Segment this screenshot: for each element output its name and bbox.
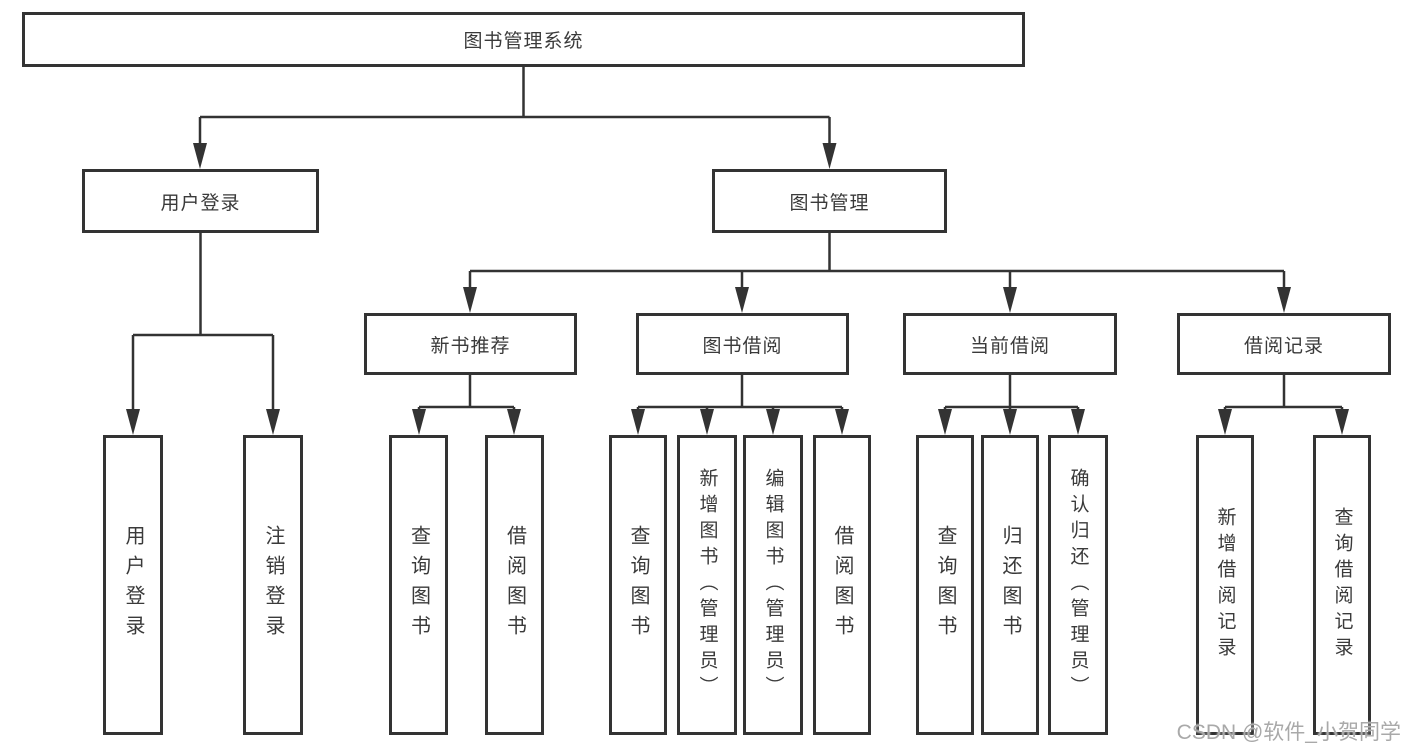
leaf-borrow-books-recommend: 借阅图书 — [485, 435, 544, 735]
leaf-add-book-admin: 新增图书（管理员） — [677, 435, 737, 735]
leaf-query-books-borrow: 查询图书 — [609, 435, 667, 735]
node-borrow-records: 借阅记录 — [1177, 313, 1391, 375]
leaf-edit-book-admin: 编辑图书（管理员） — [743, 435, 803, 735]
node-new-book-recommend: 新书推荐 — [364, 313, 577, 375]
leaf-label: 归还图书 — [999, 525, 1021, 645]
arrowheads — [126, 143, 1349, 435]
node-label: 当前借阅 — [969, 335, 1050, 357]
leaf-label: 查询借阅记录 — [1331, 507, 1353, 663]
leaf-label: 借阅图书 — [503, 525, 526, 645]
leaf-label: 确认归还（管理员） — [1067, 468, 1089, 702]
csdn-watermark: CSDN @软件_小贺同学 — [1176, 721, 1401, 744]
node-library-system: 图书管理系统 — [22, 12, 1025, 67]
leaf-confirm-return-admin: 确认归还（管理员） — [1048, 435, 1108, 735]
leaf-logout: 注销登录 — [243, 435, 303, 735]
node-current-borrow: 当前借阅 — [903, 313, 1117, 375]
node-user-login: 用户登录 — [82, 169, 319, 233]
leaf-label: 编辑图书（管理员） — [762, 468, 784, 702]
leaf-label: 查询图书 — [627, 525, 649, 645]
leaf-add-borrow-record: 新增借阅记录 — [1196, 435, 1254, 735]
node-label: 图书管理 — [789, 192, 870, 214]
leaf-borrow-books: 借阅图书 — [813, 435, 871, 735]
leaf-query-borrow-record: 查询借阅记录 — [1313, 435, 1371, 735]
node-label: 借阅记录 — [1243, 335, 1324, 357]
node-label: 图书管理系统 — [463, 31, 584, 52]
leaf-label: 查询图书 — [407, 525, 430, 645]
node-book-management: 图书管理 — [712, 169, 947, 233]
node-label: 用户登录 — [160, 192, 241, 214]
leaf-query-books-current: 查询图书 — [916, 435, 974, 735]
leaf-label: 借阅图书 — [831, 525, 853, 645]
node-label: 图书借阅 — [702, 335, 783, 357]
leaf-label: 新增图书（管理员） — [696, 468, 718, 702]
leaf-user-login: 用户登录 — [103, 435, 163, 735]
leaf-label: 查询图书 — [934, 525, 956, 645]
leaf-return-book: 归还图书 — [981, 435, 1039, 735]
leaf-label: 用户登录 — [122, 525, 144, 645]
leaf-label: 新增借阅记录 — [1214, 507, 1236, 663]
leaf-query-books-recommend: 查询图书 — [389, 435, 448, 735]
leaf-label: 注销登录 — [262, 525, 284, 645]
node-label: 新书推荐 — [430, 335, 511, 357]
node-book-borrow: 图书借阅 — [636, 313, 849, 375]
